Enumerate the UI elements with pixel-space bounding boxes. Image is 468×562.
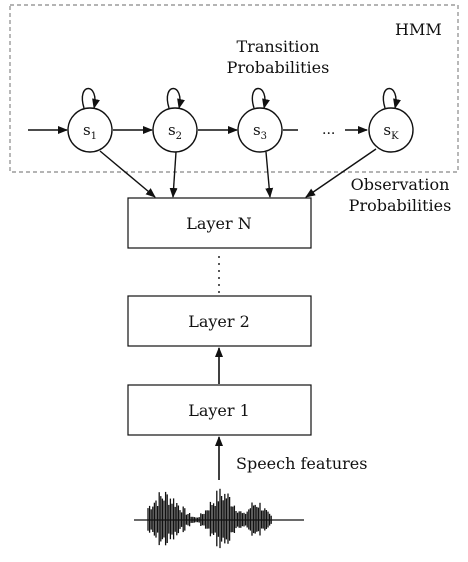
obs-arrow-s3 bbox=[265, 151, 274, 198]
state-sK-label: sK bbox=[383, 121, 399, 142]
state-s1-label: s1 bbox=[83, 121, 97, 142]
transition-label-line1: Transition bbox=[237, 37, 320, 56]
speech-waveform bbox=[134, 488, 304, 549]
state-sK: sK bbox=[368, 107, 414, 153]
self-loop-sK bbox=[382, 88, 401, 109]
self-loop-s3 bbox=[251, 88, 270, 109]
self-loop-s1 bbox=[81, 88, 100, 109]
state-s3-circle bbox=[237, 107, 283, 153]
obs-arrow-sK bbox=[305, 148, 377, 198]
state-s2-circle bbox=[152, 107, 198, 153]
hmm-label: HMM bbox=[395, 20, 442, 39]
state-s2-label: s2 bbox=[168, 121, 182, 142]
state-s1-circle bbox=[67, 107, 113, 153]
observation-label-line2: Probabilities bbox=[349, 196, 452, 215]
transition-label-line2: Probabilities bbox=[227, 58, 330, 77]
hmm-boundary bbox=[9, 4, 459, 173]
layer-n-box bbox=[127, 197, 312, 249]
state-s2: s2 bbox=[152, 107, 198, 153]
state-sK-circle bbox=[368, 107, 414, 153]
layer-1-box bbox=[127, 384, 312, 436]
state-s3-label: s3 bbox=[253, 121, 267, 142]
observation-label-line1: Observation bbox=[351, 175, 450, 194]
layer-2-box bbox=[127, 295, 312, 347]
self-loop-s2 bbox=[166, 88, 185, 109]
obs-arrow-s2 bbox=[169, 151, 178, 198]
layer-n-label: Layer N bbox=[186, 214, 251, 233]
state-s1: s1 bbox=[67, 107, 113, 153]
layer-2-label: Layer 2 bbox=[188, 312, 250, 331]
state-s3: s3 bbox=[237, 107, 283, 153]
speech-features-label: Speech features bbox=[236, 454, 367, 473]
obs-arrow-s1 bbox=[99, 150, 156, 198]
states-ellipsis: ... bbox=[322, 122, 335, 138]
layer-1-label: Layer 1 bbox=[188, 401, 250, 420]
